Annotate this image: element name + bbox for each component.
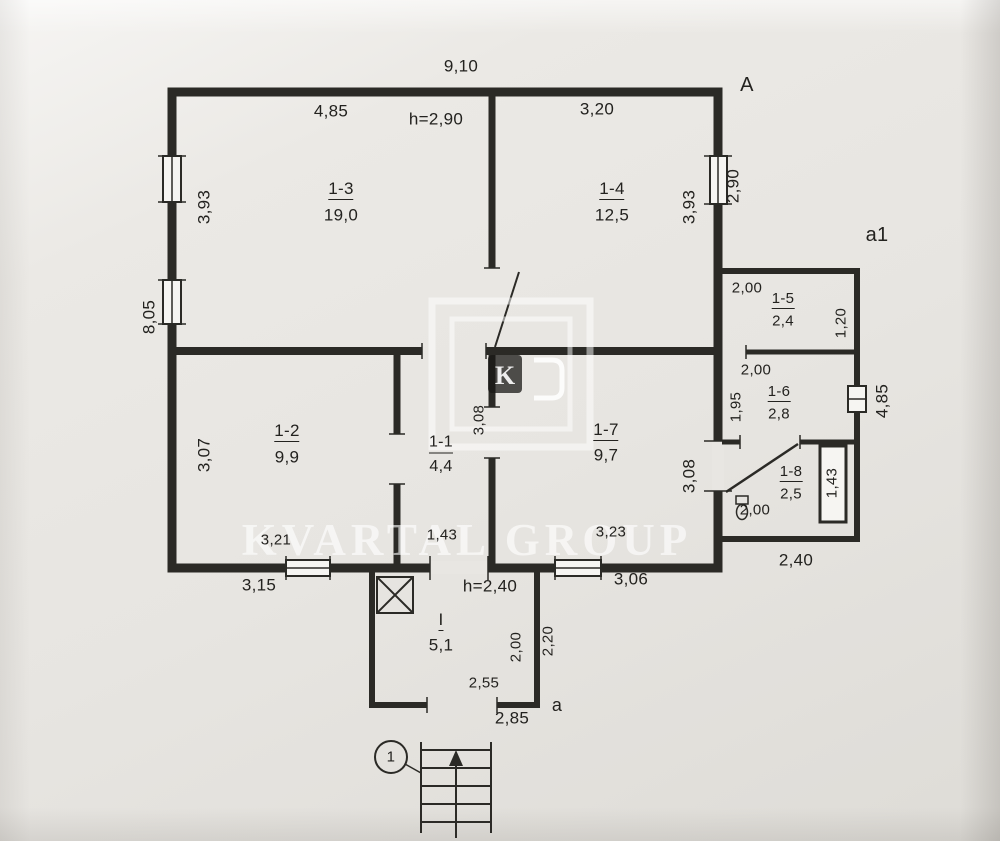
section-marker-a1: a1 — [865, 224, 889, 246]
dim-room12-outer-width: 3,15 — [241, 575, 277, 595]
room-I-area: 5,1 — [428, 635, 454, 655]
room-1-8-area: 2,5 — [780, 485, 802, 503]
room-1-1-number: 1-1 — [428, 434, 454, 454]
room-I-number: I — [438, 610, 444, 631]
dim-annex16-width: 2,00 — [740, 361, 772, 379]
note-main-height: h=2,90 — [408, 109, 464, 129]
dim-left-overall: 8,05 — [139, 299, 159, 335]
dim-porch-inner-width: 2,55 — [468, 674, 500, 692]
dim-room14-width: 3,20 — [579, 99, 615, 119]
window-room12 — [285, 559, 331, 577]
room-1-6-number: 1-6 — [767, 383, 791, 402]
entry-marker-number: 1 — [386, 748, 396, 766]
room-1-7-number: 1-7 — [593, 420, 619, 441]
window-room13-upper — [162, 155, 182, 203]
room-1-3-area: 19,0 — [323, 205, 359, 225]
note-porch-height: h=2,40 — [462, 576, 518, 596]
room-1-2-area: 9,9 — [274, 447, 300, 467]
dim-annex15-width: 2,00 — [731, 279, 763, 297]
dim-room17-right-height: 3,08 — [679, 458, 699, 494]
section-marker-a: a — [551, 695, 563, 715]
dim-porch-outer-width: 2,85 — [494, 708, 530, 728]
room-1-1-area: 4,4 — [429, 458, 453, 475]
room-1-4-area: 12,5 — [594, 205, 630, 225]
room-1-2-number: 1-2 — [274, 421, 300, 442]
dim-right-upper-segment: 2,90 — [723, 168, 743, 204]
dim-annex16-depth: 1,95 — [727, 391, 745, 423]
room-1-7-area: 9,7 — [593, 445, 619, 465]
logo-k-letter: K — [495, 361, 516, 390]
room-1-3-number: 1-3 — [328, 179, 354, 200]
section-marker-A: A — [740, 74, 754, 96]
dim-room12-left-height: 3,07 — [194, 437, 214, 473]
main-building-walls — [167, 87, 723, 573]
kvartal-logo-watermark: K — [428, 297, 594, 451]
dim-room11-inner-height: 3,08 — [470, 404, 488, 436]
windows — [162, 155, 728, 577]
window-room17 — [554, 559, 602, 577]
door-leaf-room13-room14 — [494, 271, 520, 348]
dim-top-overall: 9,10 — [443, 56, 479, 76]
logo-g-bracket — [534, 357, 565, 401]
dim-room12-inner-width: 3,21 — [260, 531, 292, 549]
dim-room11-inner-width: 1,43 — [426, 526, 458, 544]
dim-room14-right-height: 3,93 — [679, 189, 699, 225]
dim-room17-outer-width: 3,06 — [613, 569, 649, 589]
dim-porch-outer-depth: 2,20 — [539, 625, 557, 657]
room-1-5-number: 1-5 — [771, 290, 795, 309]
window-annex16 — [847, 385, 867, 413]
dim-annex-right-height: 4,85 — [872, 383, 892, 419]
dim-room13-width: 4,85 — [313, 101, 349, 121]
entrance-steps — [420, 742, 492, 838]
dim-annex-bottom-width: 2,40 — [778, 550, 814, 570]
stove-icon — [376, 576, 414, 614]
window-room13-lower — [162, 279, 182, 325]
room-1-5-area: 2,4 — [772, 312, 794, 330]
dim-annex15-depth: 1,20 — [832, 307, 850, 339]
dim-annex18-width: 2,00 — [739, 501, 771, 519]
entry-marker-circle — [374, 740, 422, 774]
dim-porch-inner-depth: 2,00 — [507, 631, 525, 663]
dim-annex18-door-height: 1,43 — [823, 467, 841, 499]
room-1-6-area: 2,8 — [768, 405, 790, 423]
room-1-8-number: 1-8 — [779, 463, 803, 482]
dim-room17-inner-width: 3,23 — [595, 523, 627, 541]
room-1-4-number: 1-4 — [599, 179, 625, 200]
dim-room13-left-height: 3,93 — [194, 189, 214, 225]
doors — [494, 271, 799, 494]
steps-arrow-head — [449, 750, 463, 766]
